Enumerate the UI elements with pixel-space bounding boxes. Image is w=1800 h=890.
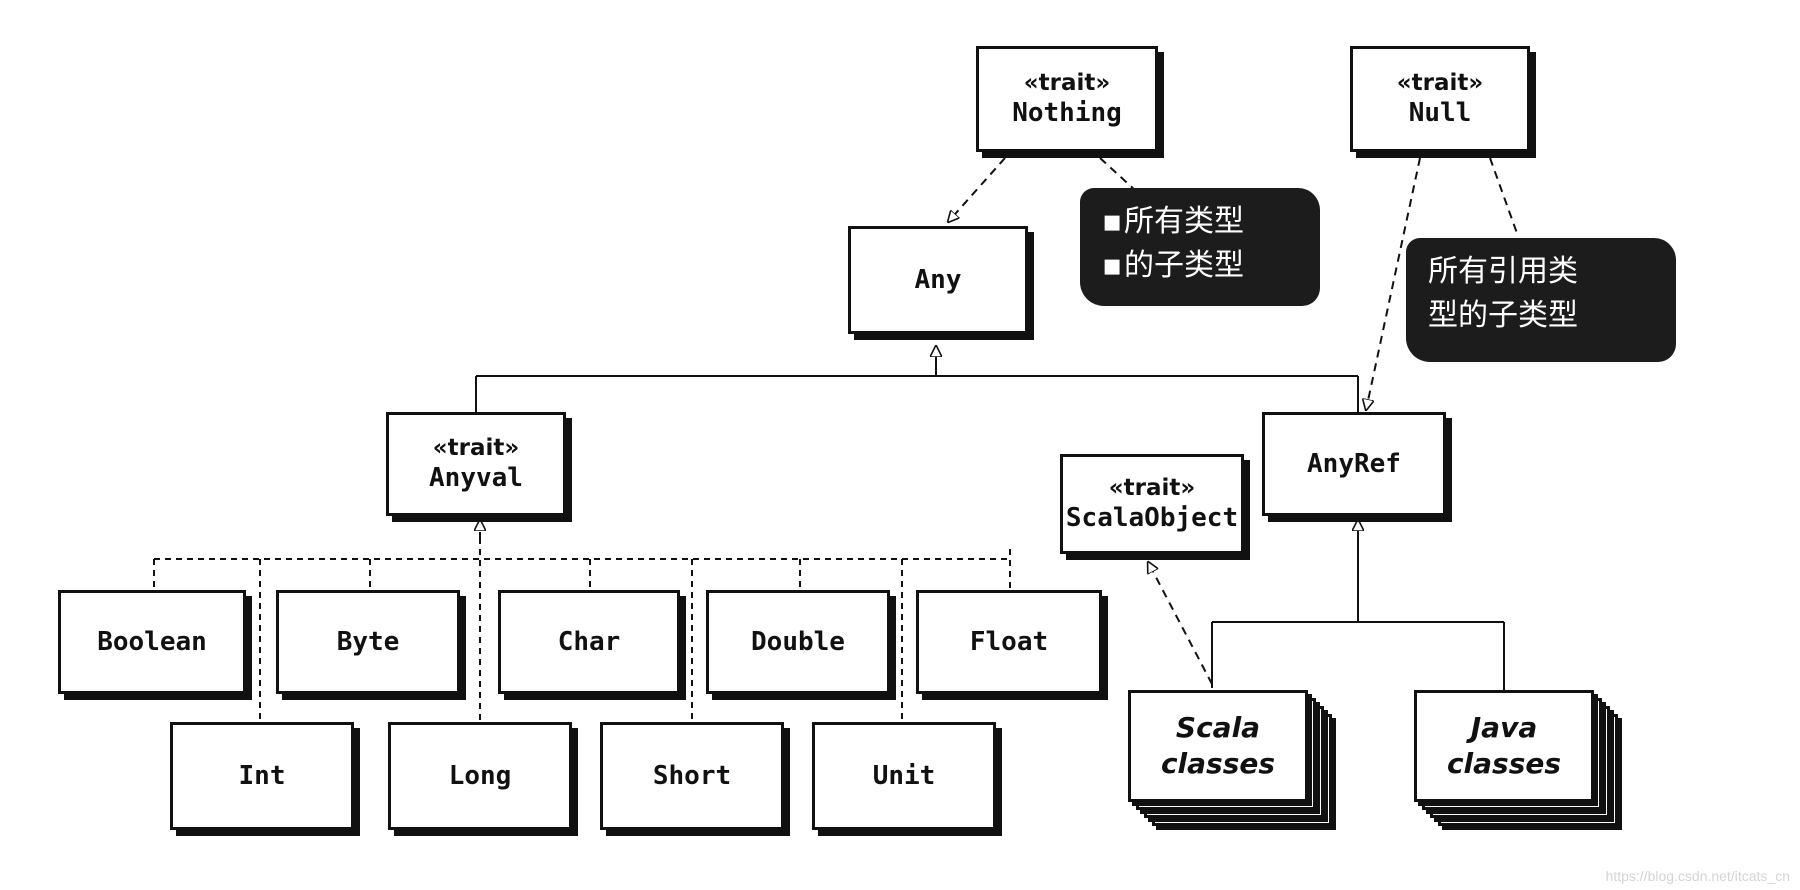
long-name: Long [448,761,512,791]
null-note: 所有引用类 型的子类型 [1406,238,1676,362]
scala-classes-stack: Scala classes [1128,690,1348,830]
unit-box: Unit [812,722,996,830]
short-name: Short [652,761,732,791]
edge-nothing-note [1099,157,1149,203]
any-name: Any [914,265,962,295]
nothing-note-line2: 的子类型 [1124,248,1244,283]
null-trait-box: «trait» Null [1350,46,1530,152]
long-box: Long [388,722,572,830]
boolean-box: Boolean [58,590,246,694]
anyval-trait-box: «trait» Anyval [386,412,566,516]
anyval-name: Anyval [429,463,523,493]
nothing-trait-box: «trait» Nothing [976,46,1158,152]
nothing-name: Nothing [1012,98,1122,128]
edge-null-anyref [1366,157,1421,410]
nothing-note: ▪所有类型 ▪的子类型 [1080,188,1320,306]
any-box: Any [848,226,1028,334]
nothing-stereotype: «trait» [1023,70,1111,96]
double-name: Double [751,627,845,657]
edge-nothing-any [948,157,1006,222]
null-stereotype: «trait» [1396,70,1484,96]
java-classes-line2: classes [1446,747,1562,780]
null-name: Null [1408,98,1472,128]
edge-scala-scalaobject [1148,562,1213,685]
unit-name: Unit [872,761,936,791]
int-name: Int [238,761,286,791]
char-box: Char [498,590,680,694]
nothing-note-line1: 所有类型 [1124,204,1244,239]
scalaobject-stereotype: «trait» [1108,475,1196,501]
java-classes-line1: Java [1470,711,1538,744]
java-classes-stack: Java classes [1414,690,1634,830]
boolean-name: Boolean [97,627,207,657]
double-box: Double [706,590,890,694]
char-name: Char [557,627,621,657]
int-box: Int [170,722,354,830]
byte-box: Byte [276,590,460,694]
anyval-stereotype: «trait» [432,435,520,461]
float-box: Float [916,590,1102,694]
scalaobject-trait-box: «trait» ScalaObject [1060,454,1244,554]
float-name: Float [969,627,1049,657]
scalaobject-name: ScalaObject [1065,503,1239,533]
byte-name: Byte [336,627,400,657]
null-note-line2: 型的子类型 [1428,298,1578,333]
edge-null-note [1489,157,1519,237]
short-box: Short [600,722,784,830]
scala-classes-line1: Scala [1175,711,1261,744]
anyref-name: AnyRef [1307,449,1401,479]
anyref-box: AnyRef [1262,412,1446,516]
watermark: https://blog.csdn.net/itcats_cn [1605,868,1790,884]
null-note-line1: 所有引用类 [1428,254,1578,289]
scala-classes-line2: classes [1160,747,1276,780]
